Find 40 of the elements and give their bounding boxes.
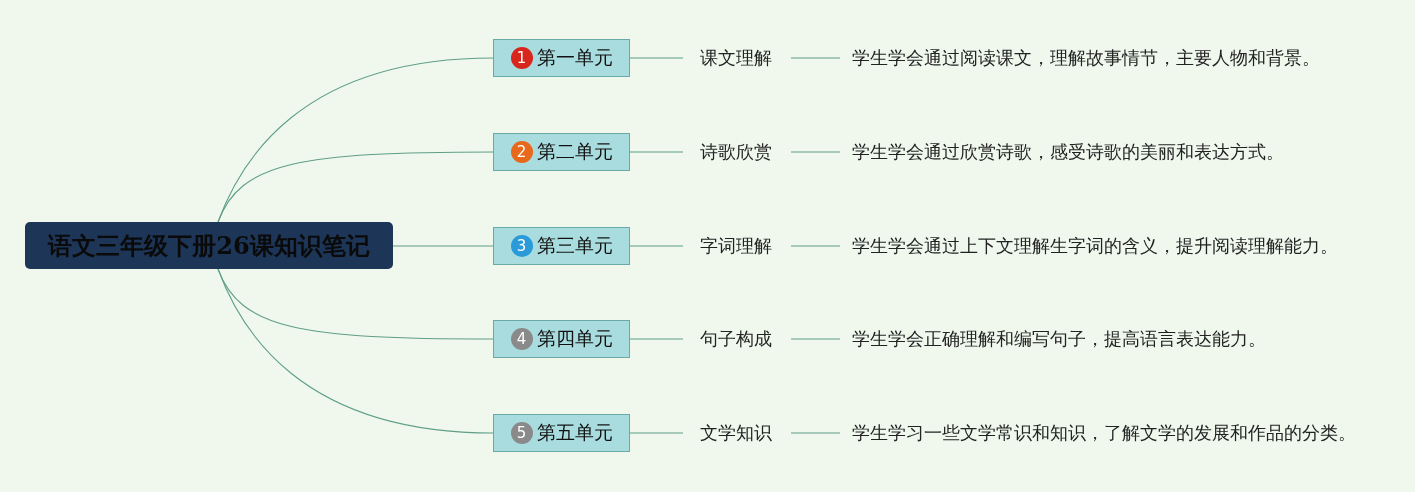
connector-line xyxy=(392,245,494,247)
connector-line xyxy=(790,57,841,59)
unit-title: 第一单元 xyxy=(536,45,613,70)
connector-line xyxy=(629,57,684,59)
number-badge: 2 xyxy=(510,141,533,163)
description-text: 学生学会通过上下文理解生字词的含义，提升阅读理解能力。 xyxy=(852,234,1338,258)
topic-label: 句子构成 xyxy=(699,327,772,351)
number-badge: 1 xyxy=(510,47,533,69)
root-topic-box xyxy=(25,222,393,269)
description-text: 学生学会通过欣赏诗歌，感受诗歌的美丽和表达方式。 xyxy=(852,140,1284,164)
connector-line xyxy=(790,432,841,434)
connector-line xyxy=(629,432,684,434)
unit-title: 第四单元 xyxy=(536,326,613,351)
unit-title: 第五单元 xyxy=(536,420,613,445)
root-title: 语文三年级下册26课知识笔记 xyxy=(48,229,370,262)
connector-line xyxy=(790,338,841,340)
description-text: 学生学习一些文学常识和知识，了解文学的发展和作品的分类。 xyxy=(852,421,1356,445)
description-text: 学生学会通过阅读课文，理解故事情节，主要人物和背景。 xyxy=(852,46,1320,70)
number-badge: 5 xyxy=(510,422,533,444)
topic-label: 文学知识 xyxy=(699,421,772,445)
unit-title: 第三单元 xyxy=(536,233,613,258)
connector-line xyxy=(217,268,494,434)
connector-line xyxy=(629,338,684,340)
unit-title: 第二单元 xyxy=(536,139,613,164)
topic-label: 诗歌欣赏 xyxy=(699,140,772,164)
connector-line xyxy=(629,245,684,247)
unit-box xyxy=(493,320,630,358)
unit-box xyxy=(493,133,630,171)
number-badge: 4 xyxy=(510,328,533,350)
connector-line xyxy=(217,151,494,223)
number-badge: 3 xyxy=(510,235,533,257)
connector-line xyxy=(790,151,841,153)
topic-label: 字词理解 xyxy=(699,234,772,258)
connector-line xyxy=(790,245,841,247)
description-text: 学生学会正确理解和编写句子，提高语言表达能力。 xyxy=(852,327,1266,351)
unit-box xyxy=(493,39,630,77)
unit-box xyxy=(493,227,630,265)
connector-line xyxy=(629,151,684,153)
unit-box xyxy=(493,414,630,452)
topic-label: 课文理解 xyxy=(699,46,772,70)
